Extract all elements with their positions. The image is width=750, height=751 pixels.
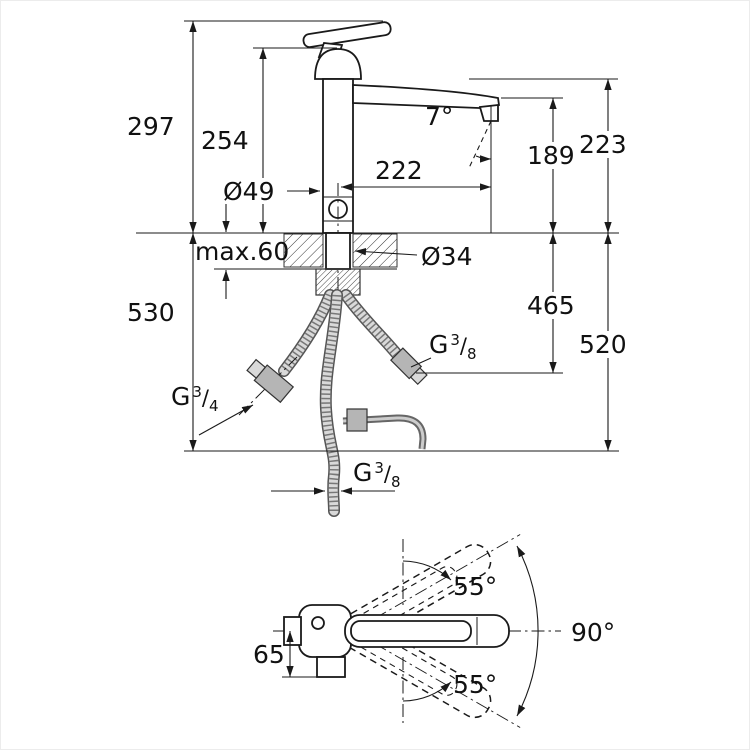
label-overall-height: 297 (127, 112, 175, 141)
label-spout-angle: 7° (425, 102, 453, 131)
spout-stub-top-view (283, 616, 302, 646)
faucet-outline (302, 21, 501, 303)
leader-g34 (198, 404, 254, 436)
hoses (238, 289, 428, 517)
pipe-fitting (346, 408, 368, 432)
angle-arc-55-up (402, 560, 452, 581)
label-hole-diameter: Ø34 (421, 242, 473, 271)
label-hose-drop: 530 (127, 298, 175, 327)
label-overall-drop: 520 (579, 330, 627, 359)
label-counter-thickness: max.60 (195, 237, 289, 266)
label-outlet-height: 189 (527, 141, 575, 170)
label-connection-drop: 465 (527, 291, 575, 320)
hose-left (238, 289, 336, 416)
label-bg-189 (523, 142, 585, 169)
counter-hatch-left (283, 233, 324, 268)
aerator (478, 103, 499, 122)
water-stream (468, 120, 492, 169)
pipe-bend (342, 408, 427, 450)
g34-connector-nut (246, 358, 267, 379)
cartridge-circle (311, 616, 325, 630)
g38-connector-nut (409, 367, 428, 386)
top-view: 90° 55° 55° 65 (253, 534, 615, 728)
label-swivel-total: 90° (571, 618, 615, 647)
label-spout-reach: 222 (375, 156, 423, 185)
dimension-labels: 297 254 Ø49 max.60 530 222 7° 189 223 46… (127, 102, 639, 491)
leader-dia34 (354, 248, 418, 256)
counter-hatch-right (352, 233, 398, 268)
lever-handle (302, 21, 392, 48)
mounting-shank (325, 232, 351, 270)
top-view-dimensions (282, 539, 539, 723)
hose-vertical (319, 289, 343, 517)
label-swivel-up: 55° (453, 572, 497, 601)
handle-solid (344, 614, 510, 648)
angle-arc-55-down (402, 681, 452, 702)
top-view-labels: 90° 55° 55° 65 (253, 572, 615, 699)
label-spout-height: 223 (579, 130, 627, 159)
label-bg-223 (575, 131, 639, 158)
label-bg-465 (523, 292, 585, 319)
label-bg-dia49 (219, 178, 285, 204)
body-top-view (298, 604, 352, 658)
label-base-diameter: Ø49 (223, 177, 275, 206)
swivel-arc-90 (516, 545, 539, 717)
label-spout-offset: 65 (253, 640, 285, 669)
angle-arc-7 (475, 155, 492, 163)
leader-g38-right (410, 357, 432, 368)
label-swivel-down: 55° (453, 670, 497, 699)
label-bg-520 (575, 331, 639, 358)
hose-right (340, 289, 428, 386)
label-body-height: 254 (201, 126, 249, 155)
spout (352, 84, 501, 109)
side-view: 297 254 Ø49 max.60 530 222 7° 189 223 46… (127, 20, 639, 517)
cartridge-dome (314, 48, 362, 80)
outlet-top-view (316, 656, 346, 678)
